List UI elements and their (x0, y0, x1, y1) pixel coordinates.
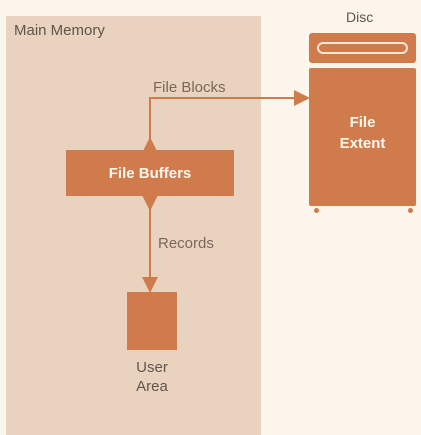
file-buffers-box: File Buffers (66, 150, 234, 196)
disc-label: Disc (346, 9, 374, 25)
file-blocks-arrow (142, 90, 310, 153)
disc-cabinet (309, 68, 416, 206)
disc-foot-left (314, 208, 319, 213)
main-memory-panel (6, 16, 261, 435)
user-area-label: User Area (136, 359, 168, 395)
user-area-box (127, 292, 177, 350)
records-label: Records (158, 235, 214, 252)
disc-top-unit (309, 33, 416, 63)
main-memory-label: Main Memory (14, 22, 105, 39)
disc-foot-right (408, 208, 413, 213)
file-extent-label: File Extent (339, 114, 386, 152)
disc-slot (317, 42, 408, 54)
